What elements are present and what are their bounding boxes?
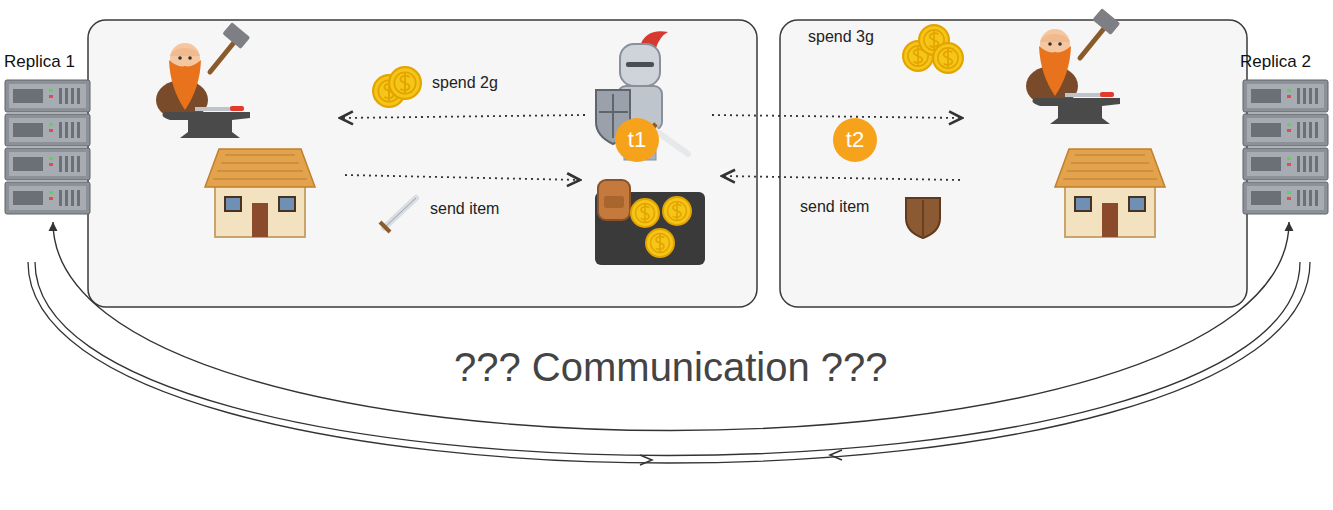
- action-label: spend 3g: [808, 28, 874, 46]
- action-label: send item: [800, 198, 869, 216]
- time-marker: t2: [833, 118, 877, 162]
- time-marker: t1: [615, 118, 659, 162]
- edge-label: ??? Communication ???: [450, 345, 892, 390]
- replica-name: Replica 2: [1240, 52, 1333, 72]
- step-number: t2: [846, 127, 864, 153]
- step-number: t1: [628, 127, 646, 153]
- action-label: spend 2g: [432, 74, 498, 92]
- server-node: Replica 1: [4, 52, 102, 220]
- action-label: send item: [430, 200, 499, 218]
- sync-connector: [53, 222, 1289, 431]
- server-node: Replica 2: [1240, 52, 1333, 220]
- replica-name: Replica 1: [4, 52, 102, 72]
